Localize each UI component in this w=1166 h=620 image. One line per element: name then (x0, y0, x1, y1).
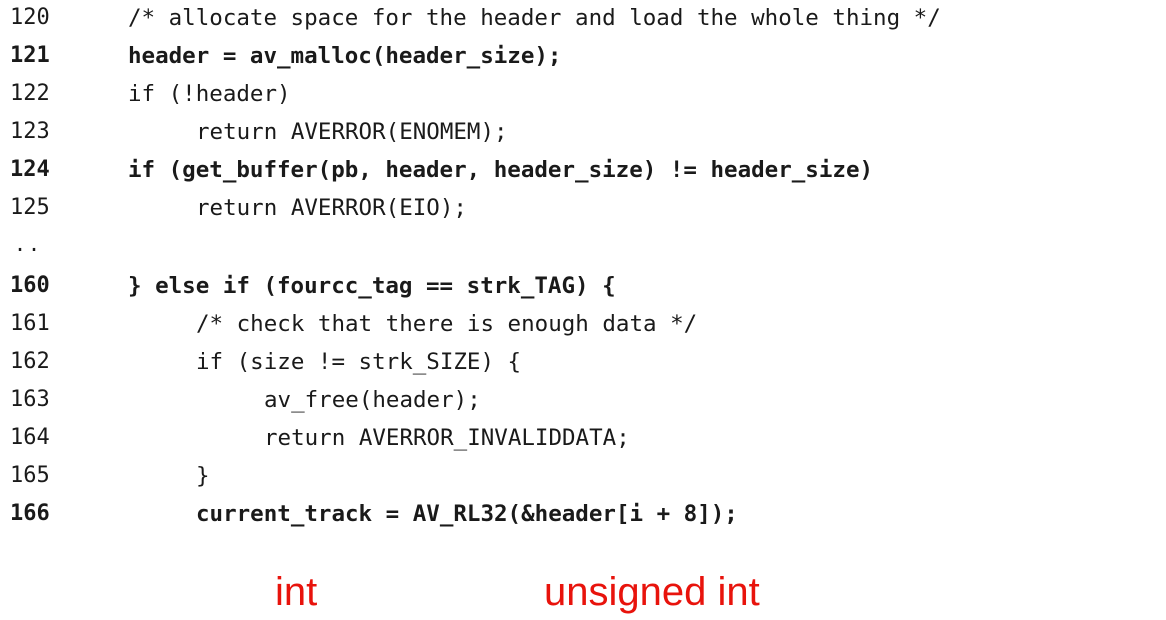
code-line: 163 av_free(header); (0, 382, 1166, 418)
code-text: /* check that there is enough data */ (196, 311, 698, 337)
code-line: 164 return AVERROR_INVALIDDATA; (0, 420, 1166, 456)
code-gap: .. (0, 226, 1166, 262)
line-number: 124 (10, 157, 50, 182)
type-annotations: int unsigned int (0, 560, 1166, 620)
code-line: 125 return AVERROR(EIO); (0, 190, 1166, 226)
code-text: header = av_malloc(header_size); (128, 43, 562, 69)
code-text: if (!header) (128, 81, 291, 107)
right-type-annotation: unsigned int (544, 570, 760, 614)
code-text: if (get_buffer(pb, header, header_size) … (128, 157, 874, 183)
code-line: 162 if (size != strk_SIZE) { (0, 344, 1166, 380)
code-text: /* allocate space for the header and loa… (128, 5, 941, 31)
code-line: 166 current_track = AV_RL32(&header[i + … (0, 496, 1166, 532)
code-line: 121 header = av_malloc(header_size); (0, 38, 1166, 74)
line-number: 161 (10, 311, 50, 336)
code-line: 124 if (get_buffer(pb, header, header_si… (0, 152, 1166, 188)
line-number: 122 (10, 81, 50, 106)
left-type-annotation: int (275, 570, 318, 614)
line-number: 164 (10, 425, 50, 450)
code-line: 122 if (!header) (0, 76, 1166, 112)
code-line: 123 return AVERROR(ENOMEM); (0, 114, 1166, 150)
code-text: } else if (fourcc_tag == strk_TAG) { (128, 273, 616, 299)
code-text: current_track = AV_RL32(&header[i + 8]); (196, 501, 738, 527)
code-text: } (196, 463, 210, 489)
line-number: 120 (10, 5, 50, 30)
code-line: 120 /* allocate space for the header and… (0, 0, 1166, 36)
code-line: 165 } (0, 458, 1166, 494)
code-text: return AVERROR(ENOMEM); (196, 119, 508, 145)
line-number: 163 (10, 387, 50, 412)
code-text: av_free(header); (264, 387, 481, 413)
line-number: 166 (10, 501, 50, 526)
code-line: 161 /* check that there is enough data *… (0, 306, 1166, 342)
line-number: 123 (10, 119, 50, 144)
line-number: 162 (10, 349, 50, 374)
code-listing: 120 /* allocate space for the header and… (0, 0, 1166, 532)
line-number: 160 (10, 273, 50, 298)
line-number: 121 (10, 43, 50, 68)
code-text: return AVERROR_INVALIDDATA; (264, 425, 630, 451)
code-text: if (size != strk_SIZE) { (196, 349, 522, 375)
line-number: 165 (10, 463, 50, 488)
code-text: return AVERROR(EIO); (196, 195, 467, 221)
line-number: 125 (10, 195, 50, 220)
code-line: 160 } else if (fourcc_tag == strk_TAG) { (0, 268, 1166, 304)
line-gap-marker: .. (14, 232, 43, 256)
